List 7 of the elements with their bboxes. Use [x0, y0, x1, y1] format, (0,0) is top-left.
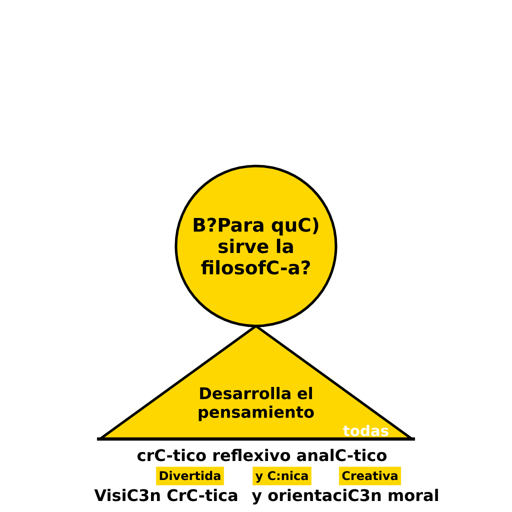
caption-text: y orientaciC3n moral	[252, 488, 438, 504]
keyword-line: crC-tico reflexivo analC-tico	[138, 448, 387, 462]
tag-box: Divertida	[156, 466, 224, 486]
tag-box: Creativa	[338, 466, 402, 486]
caption-text: VisiC3n CrC-tica	[94, 488, 238, 502]
overlay-word: todas	[343, 424, 388, 436]
tag-box: y C:nica	[252, 466, 312, 486]
